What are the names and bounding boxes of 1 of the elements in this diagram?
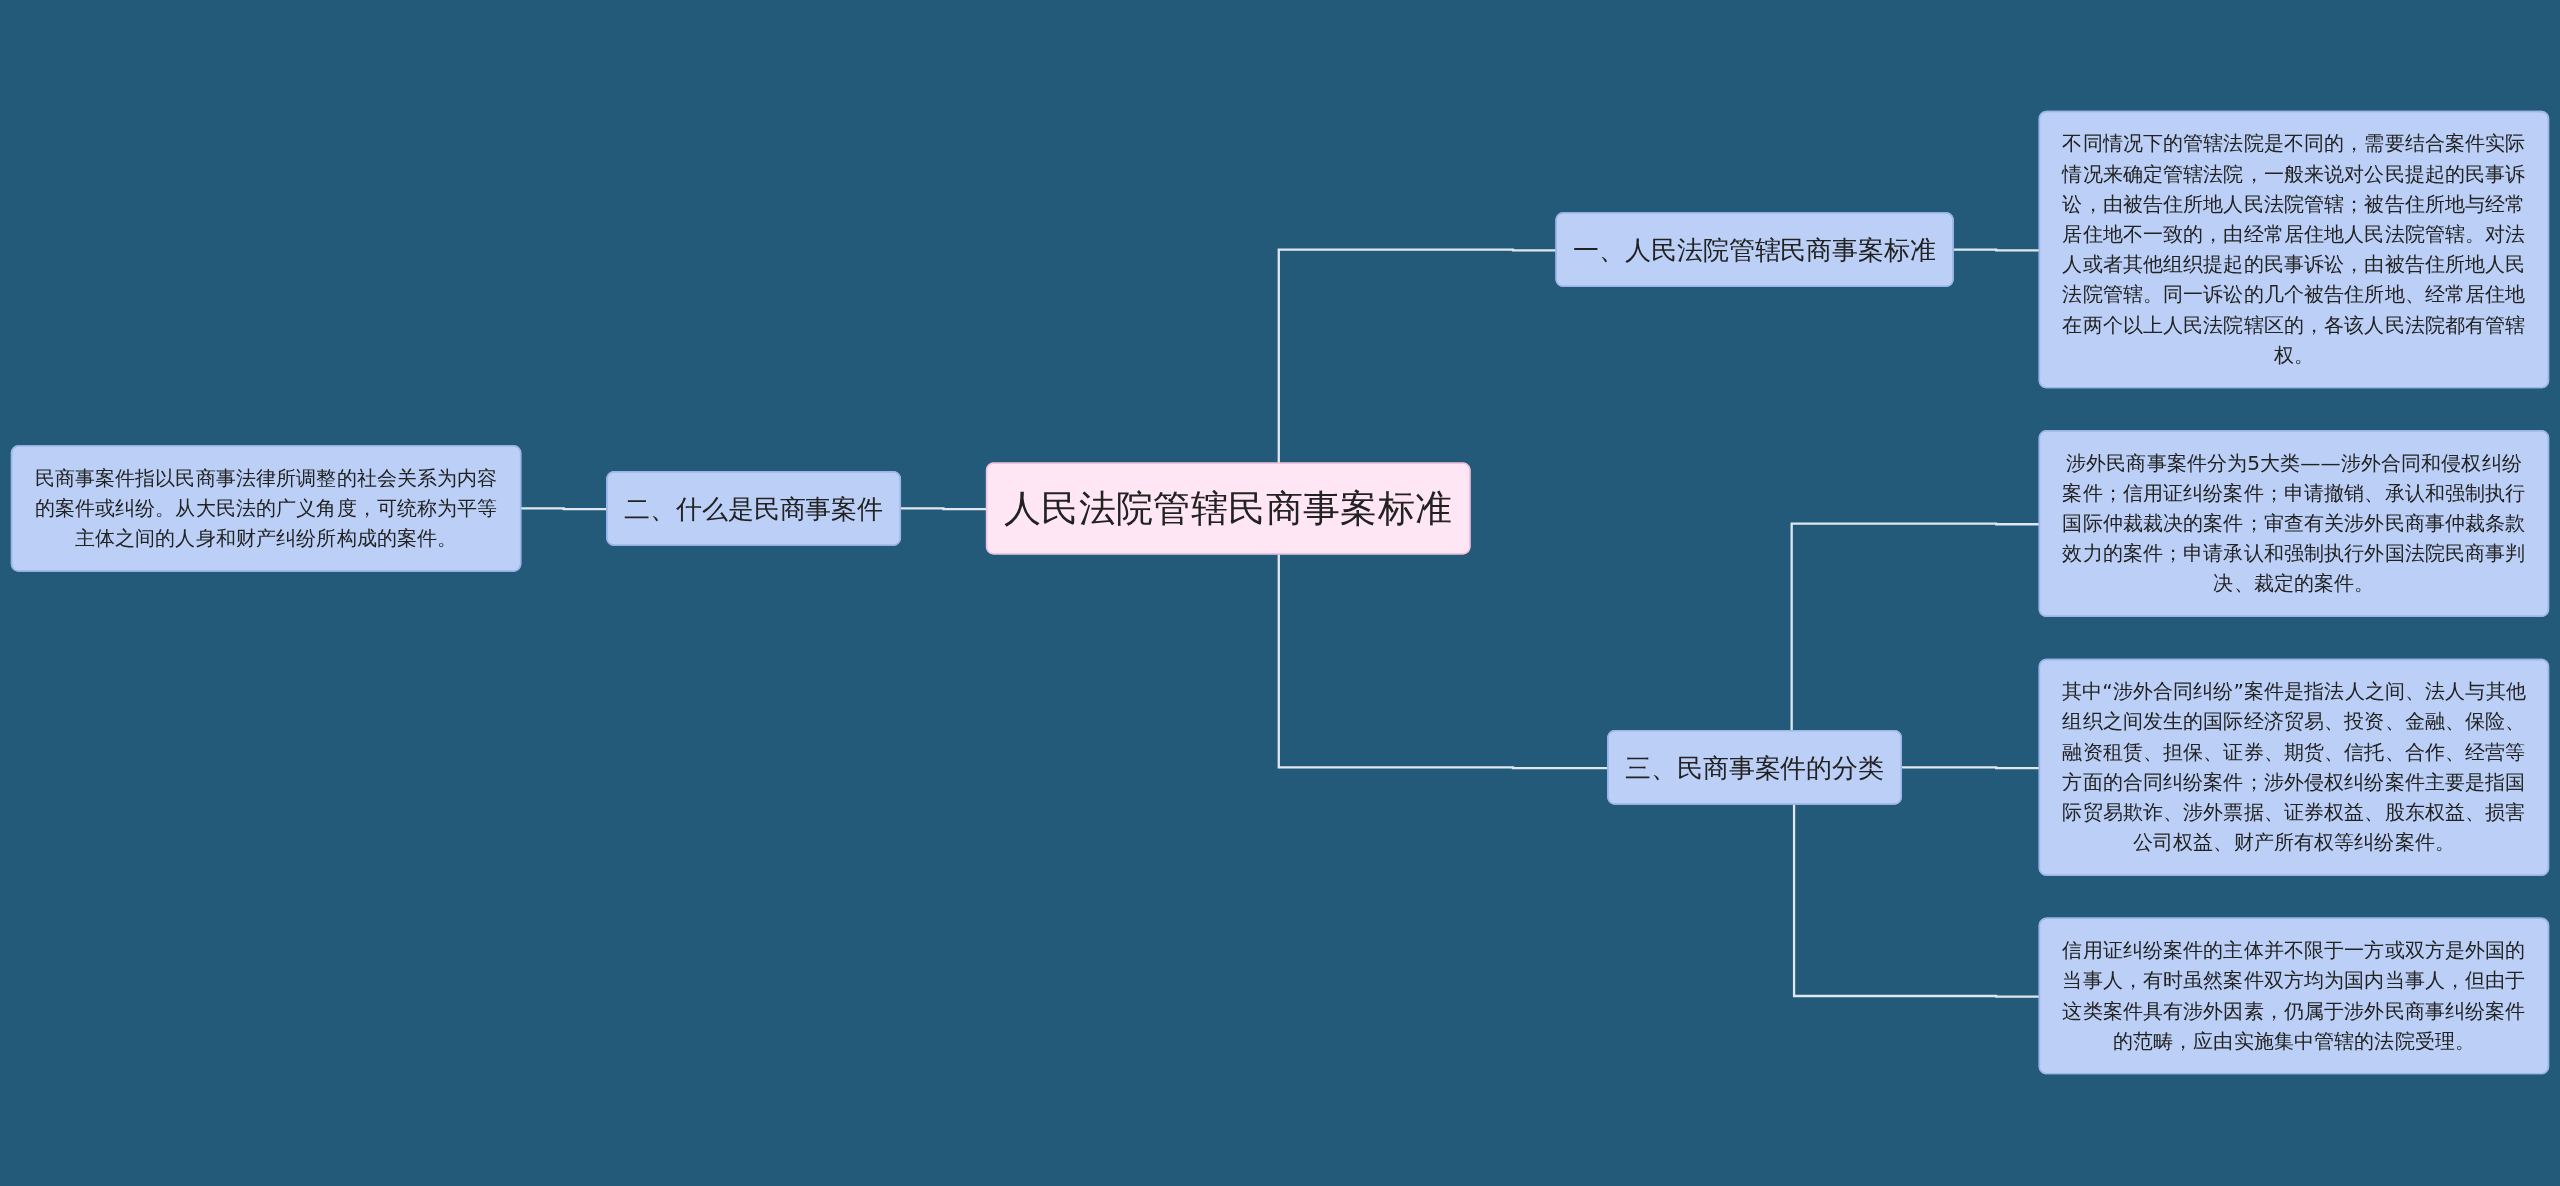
connector <box>1277 248 1557 465</box>
